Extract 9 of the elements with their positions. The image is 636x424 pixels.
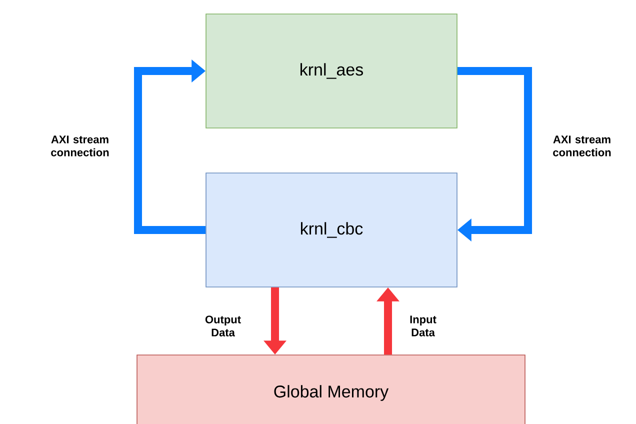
process-box: krnl_aes: [206, 14, 458, 128]
edge-label: Input Data: [410, 316, 436, 336]
arrow: [134, 60, 206, 234]
arrow: [457, 67, 532, 242]
edge-label: Output Data: [205, 316, 241, 336]
process-box: krnl_cbc: [206, 172, 458, 288]
process-box: Global Memory: [136, 354, 526, 424]
edge-label: AXI stream connection: [51, 136, 109, 156]
edge-label: AXI stream connection: [553, 136, 611, 156]
